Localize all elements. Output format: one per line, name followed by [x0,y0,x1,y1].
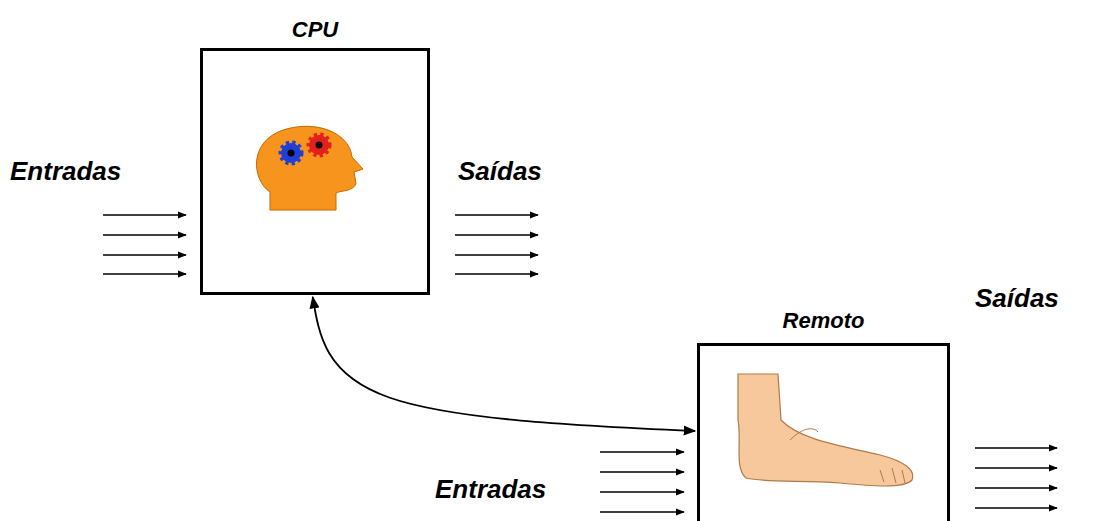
box-title: Remoto [660,308,987,334]
io-label: Entradas [10,156,121,187]
link-arrow [313,297,695,431]
process-box: CPU [200,48,430,295]
io-label: Saídas [975,283,1059,314]
head-icon [256,126,363,210]
box-title: CPU [163,17,467,43]
foot-icon [738,374,913,486]
process-box: Remoto [697,343,950,521]
signal-arrows [103,215,1057,512]
io-label: Entradas [435,474,546,505]
io-label: Saídas [458,156,542,187]
